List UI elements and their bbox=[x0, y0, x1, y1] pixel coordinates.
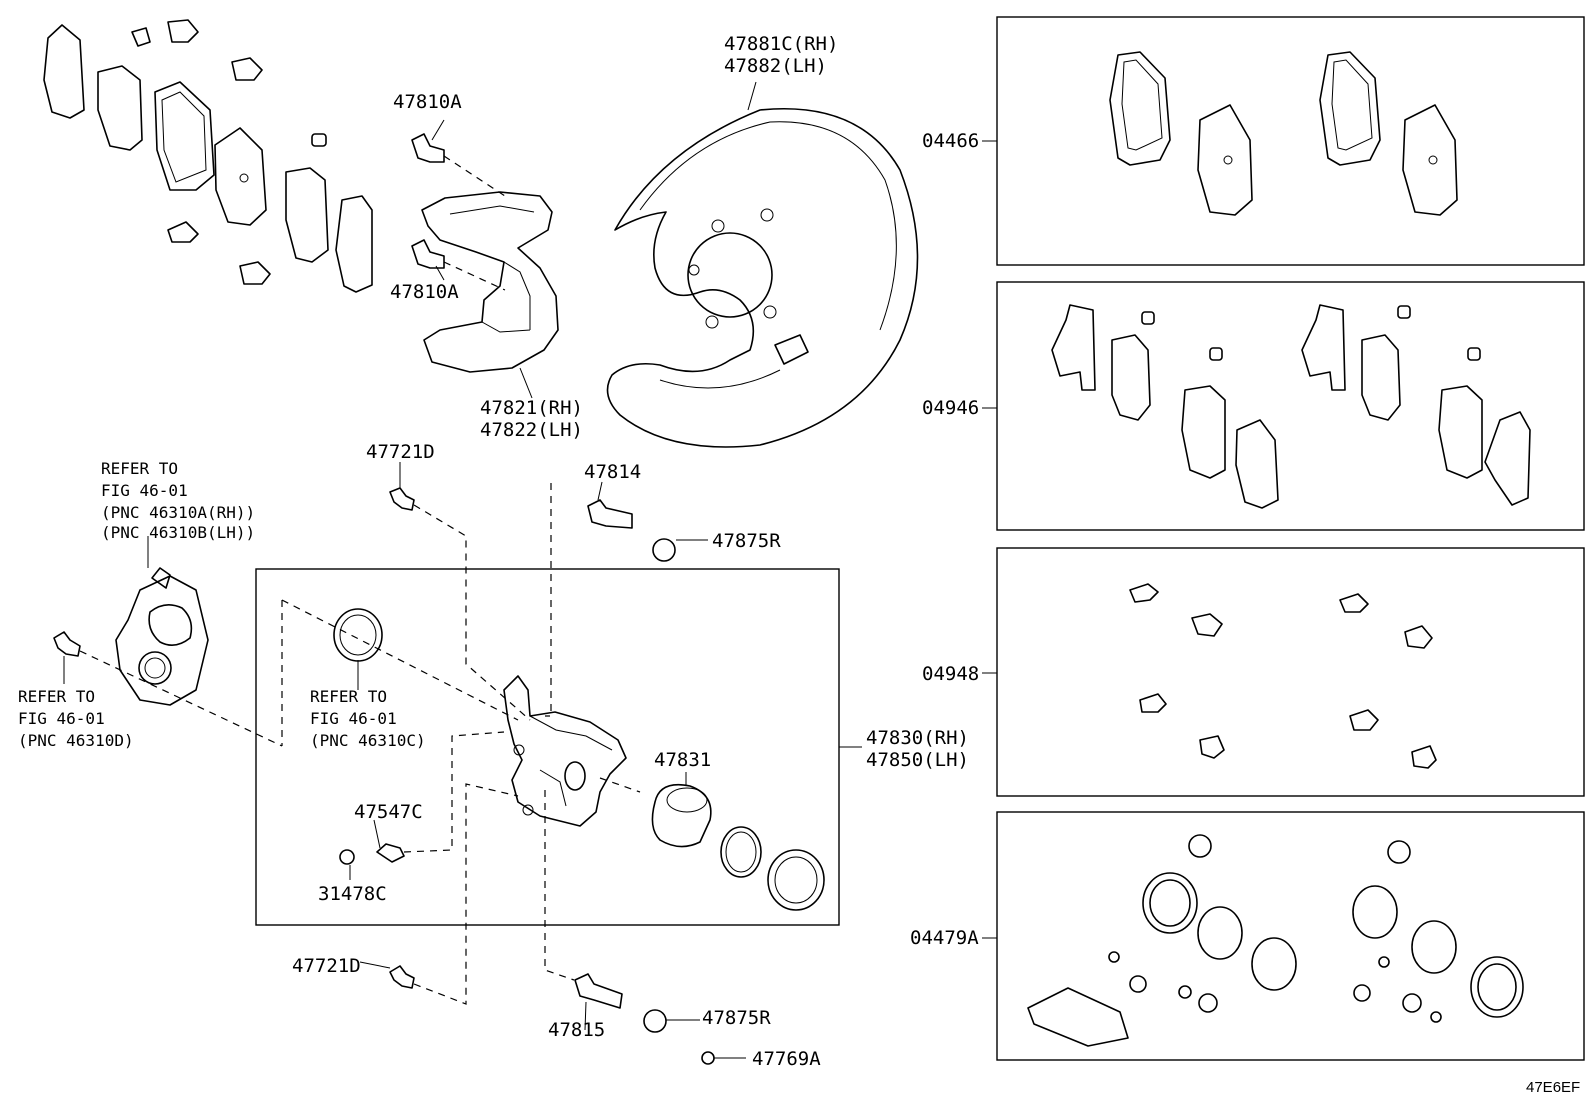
label-47850-lh[interactable]: 47850(LH) bbox=[866, 749, 969, 771]
figure-code: 47E6EF bbox=[1526, 1079, 1580, 1096]
kit-04479a-seals bbox=[1027, 834, 1524, 1047]
ref-b-line-3: (PNC 46310D) bbox=[18, 731, 134, 750]
kit-box-04946[interactable] bbox=[996, 281, 1585, 531]
label-47822-lh[interactable]: 47822(LH) bbox=[480, 419, 583, 441]
front-pads-group bbox=[43, 19, 373, 293]
ref-b-line-1[interactable]: REFER TO bbox=[18, 687, 95, 706]
ref-c-line-3: (PNC 46310C) bbox=[310, 731, 426, 750]
label-47721d-top[interactable]: 47721D bbox=[366, 441, 435, 463]
label-47821-rh[interactable]: 47821(RH) bbox=[480, 397, 583, 419]
ref-c-line-2[interactable]: FIG 46-01 bbox=[310, 709, 397, 728]
label-47831[interactable]: 47831 bbox=[654, 749, 711, 771]
kit-box-04948[interactable] bbox=[996, 547, 1585, 797]
label-04946[interactable]: 04946 bbox=[922, 397, 979, 419]
ref-a-line-2[interactable]: FIG 46-01 bbox=[101, 481, 188, 500]
label-47881c-rh[interactable]: 47881C(RH) bbox=[724, 33, 838, 55]
label-04948[interactable]: 04948 bbox=[922, 663, 979, 685]
bolt-47721d-top[interactable] bbox=[389, 487, 415, 511]
cap-31478c[interactable] bbox=[339, 849, 355, 865]
o-ring-seal[interactable] bbox=[333, 608, 383, 662]
label-47830-rh[interactable]: 47830(RH) bbox=[866, 727, 969, 749]
bleeder-plug-47547c[interactable] bbox=[376, 843, 405, 863]
kit-box-04479a[interactable] bbox=[996, 811, 1585, 1061]
label-04479a[interactable]: 04479A bbox=[910, 927, 979, 949]
label-47875r-top[interactable]: 47875R bbox=[712, 530, 781, 552]
label-47769a[interactable]: 47769A bbox=[752, 1048, 821, 1070]
piston-boot[interactable] bbox=[767, 849, 825, 911]
caliper-housing[interactable] bbox=[503, 675, 627, 827]
label-47882-lh[interactable]: 47882(LH) bbox=[724, 55, 827, 77]
bolt-47810a-lower[interactable] bbox=[411, 239, 445, 269]
label-47547c[interactable]: 47547C bbox=[354, 801, 423, 823]
ref-b-line-2[interactable]: FIG 46-01 bbox=[18, 709, 105, 728]
slide-pin-47815[interactable] bbox=[574, 973, 623, 1009]
bushing-47875r-bottom[interactable] bbox=[643, 1009, 667, 1033]
label-47815[interactable]: 47815 bbox=[548, 1019, 605, 1041]
bolt-left[interactable] bbox=[53, 631, 81, 657]
kit-04466-pads bbox=[1109, 51, 1458, 216]
ref-a-line-1[interactable]: REFER TO bbox=[101, 459, 178, 478]
slide-pin-47814[interactable] bbox=[587, 499, 633, 529]
label-47810a-upper[interactable]: 47810A bbox=[393, 91, 462, 113]
bolt-47721d-bottom[interactable] bbox=[389, 965, 415, 989]
label-47875r-bottom[interactable]: 47875R bbox=[702, 1007, 771, 1029]
label-04466[interactable]: 04466 bbox=[922, 130, 979, 152]
kit-box-04466[interactable] bbox=[996, 16, 1585, 266]
bushing-47769a[interactable] bbox=[701, 1051, 715, 1065]
label-47814[interactable]: 47814 bbox=[584, 461, 641, 483]
ref-a-line-4: (PNC 46310B(LH)) bbox=[101, 523, 255, 542]
kit-04948-clips bbox=[1129, 583, 1437, 769]
ref-a-line-3: (PNC 46310A(RH)) bbox=[101, 503, 255, 522]
kit-04946-shims bbox=[1051, 304, 1531, 509]
piston-47831[interactable] bbox=[651, 783, 712, 848]
label-31478c[interactable]: 31478C bbox=[318, 883, 387, 905]
label-47721d-bottom[interactable]: 47721D bbox=[292, 955, 361, 977]
bushing-47875r-top[interactable] bbox=[652, 538, 676, 562]
label-47810a-lower[interactable]: 47810A bbox=[390, 281, 459, 303]
bolt-47810a-upper[interactable] bbox=[411, 133, 445, 163]
disc-brake-dust-cover[interactable] bbox=[606, 107, 919, 448]
caliper-with-motor[interactable] bbox=[115, 567, 209, 706]
ref-c-line-1[interactable]: REFER TO bbox=[310, 687, 387, 706]
piston-seal[interactable] bbox=[720, 826, 762, 878]
caliper-mounting-bracket[interactable] bbox=[421, 191, 559, 373]
